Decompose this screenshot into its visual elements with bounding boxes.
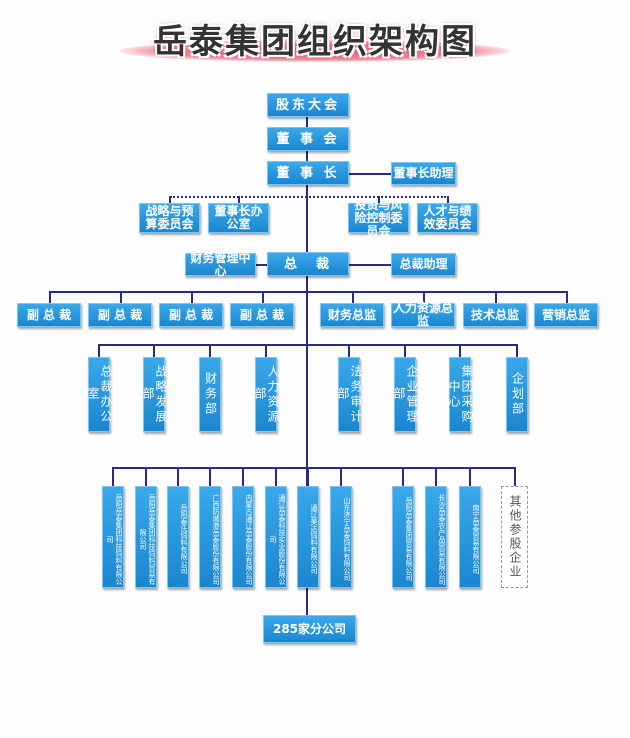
node-department: 法务审计部 bbox=[336, 357, 363, 432]
connector-line bbox=[112, 467, 114, 486]
dotted-connector bbox=[170, 196, 446, 198]
connector-line bbox=[98, 344, 518, 346]
node-finance-center: 财务管理中心 bbox=[185, 251, 256, 277]
node-department: 总裁办公室 bbox=[86, 357, 113, 432]
node-ceo-assistant: 总裁助理 bbox=[391, 253, 456, 276]
connector-line bbox=[191, 291, 193, 303]
node-executive: 副 总 裁 bbox=[88, 303, 152, 327]
brush-stroke bbox=[120, 40, 510, 62]
connector-line bbox=[348, 344, 350, 357]
node-company: 岳阳泰氏饲料有限公司 bbox=[167, 486, 189, 588]
connector-line bbox=[169, 196, 171, 203]
node-department: 企划部 bbox=[506, 357, 528, 432]
connector-line bbox=[378, 196, 380, 203]
node-committee: 董事长办公室 bbox=[208, 203, 269, 233]
connector-line bbox=[238, 196, 240, 203]
connector-line bbox=[275, 467, 277, 486]
connector-line bbox=[262, 291, 264, 303]
node-executive: 营销总监 bbox=[534, 303, 598, 327]
node-company: 南宁岳泰贸易有限公司 bbox=[459, 486, 481, 588]
node-other-companies: 其他参股企业 bbox=[501, 486, 528, 588]
node-company: 山东济宁岳泰饲料有限公司 bbox=[330, 486, 352, 588]
connector-line bbox=[513, 467, 516, 486]
node-chairman: 董 事 长 bbox=[267, 161, 349, 185]
connector-line bbox=[50, 291, 568, 293]
connector-line bbox=[307, 467, 309, 486]
connector-line bbox=[495, 291, 497, 303]
node-committee: 战略与预算委员会 bbox=[139, 203, 200, 233]
node-department: 企业管理部 bbox=[392, 357, 419, 432]
node-board: 董 事 会 bbox=[267, 127, 349, 151]
connector-line bbox=[435, 467, 437, 486]
connector-line bbox=[242, 467, 244, 486]
connector-line bbox=[469, 467, 471, 486]
connector-line bbox=[256, 264, 267, 266]
node-executive: 副 总 裁 bbox=[17, 303, 81, 327]
node-company: 岳阳岳泰集团贸易有限公司 bbox=[392, 486, 414, 588]
node-company: 长沙岳泰农产品贸易有限公司 bbox=[425, 486, 447, 588]
connector-line bbox=[447, 196, 449, 203]
connector-line bbox=[566, 291, 568, 303]
node-executive: 副 总 裁 bbox=[159, 303, 223, 327]
connector-line bbox=[145, 467, 147, 486]
connector-line bbox=[340, 467, 342, 486]
node-executive: 技术总监 bbox=[463, 303, 527, 327]
node-company: 岳阳岳泰集团科技饲料有限公司 bbox=[102, 486, 124, 588]
connector-line bbox=[459, 344, 461, 357]
node-company: 岳阳岳泰集团科技饲料贸易有限公司 bbox=[135, 486, 157, 588]
connector-line bbox=[349, 264, 391, 266]
node-committee: 人才与绩效委员会 bbox=[417, 203, 478, 233]
connector-line bbox=[120, 291, 122, 303]
chart-title: 岳泰集团组织架构图 bbox=[153, 22, 477, 62]
connector-line bbox=[516, 344, 518, 357]
connector-line bbox=[49, 291, 51, 303]
connector-line bbox=[349, 173, 391, 175]
node-branches: 285家分公司 bbox=[263, 615, 356, 643]
connector-line bbox=[404, 344, 406, 357]
node-company: 通辽岳泰科技实业股份有限公司 bbox=[265, 486, 287, 588]
node-chairman-assistant: 董事长助理 bbox=[391, 162, 456, 185]
node-company: 广西防城港岳泰股份有限公司 bbox=[199, 486, 221, 588]
node-executive: 人力资源总监 bbox=[391, 301, 455, 328]
connector-line bbox=[209, 344, 211, 357]
node-department: 集团采购中心 bbox=[447, 357, 474, 432]
connector-line bbox=[352, 291, 354, 303]
node-executive: 财务总监 bbox=[320, 303, 384, 327]
connector-line bbox=[177, 467, 179, 486]
connector-line bbox=[209, 467, 211, 486]
connector-line bbox=[402, 467, 404, 486]
connector-line bbox=[98, 344, 100, 357]
connector-line bbox=[423, 291, 425, 303]
connector-line bbox=[112, 467, 515, 469]
node-shareholders: 股东大会 bbox=[267, 93, 349, 117]
node-company: 通辽美达饲料有限公司 bbox=[297, 486, 319, 588]
node-ceo: 总 裁 bbox=[267, 252, 349, 276]
node-executive: 副 总 裁 bbox=[230, 303, 294, 327]
connector-line bbox=[265, 344, 267, 357]
node-department: 财务部 bbox=[199, 357, 221, 432]
node-department: 战略发展部 bbox=[141, 357, 168, 432]
title-banner: 岳泰集团组织架构图 bbox=[110, 10, 520, 72]
node-department: 人力资源部 bbox=[253, 357, 280, 432]
connector-line bbox=[306, 117, 308, 615]
node-company: 内蒙古通辽岳泰股份有限公司 bbox=[232, 486, 254, 588]
node-committee: 投资与风险控制委员会 bbox=[348, 198, 409, 237]
connector-line bbox=[153, 344, 155, 357]
